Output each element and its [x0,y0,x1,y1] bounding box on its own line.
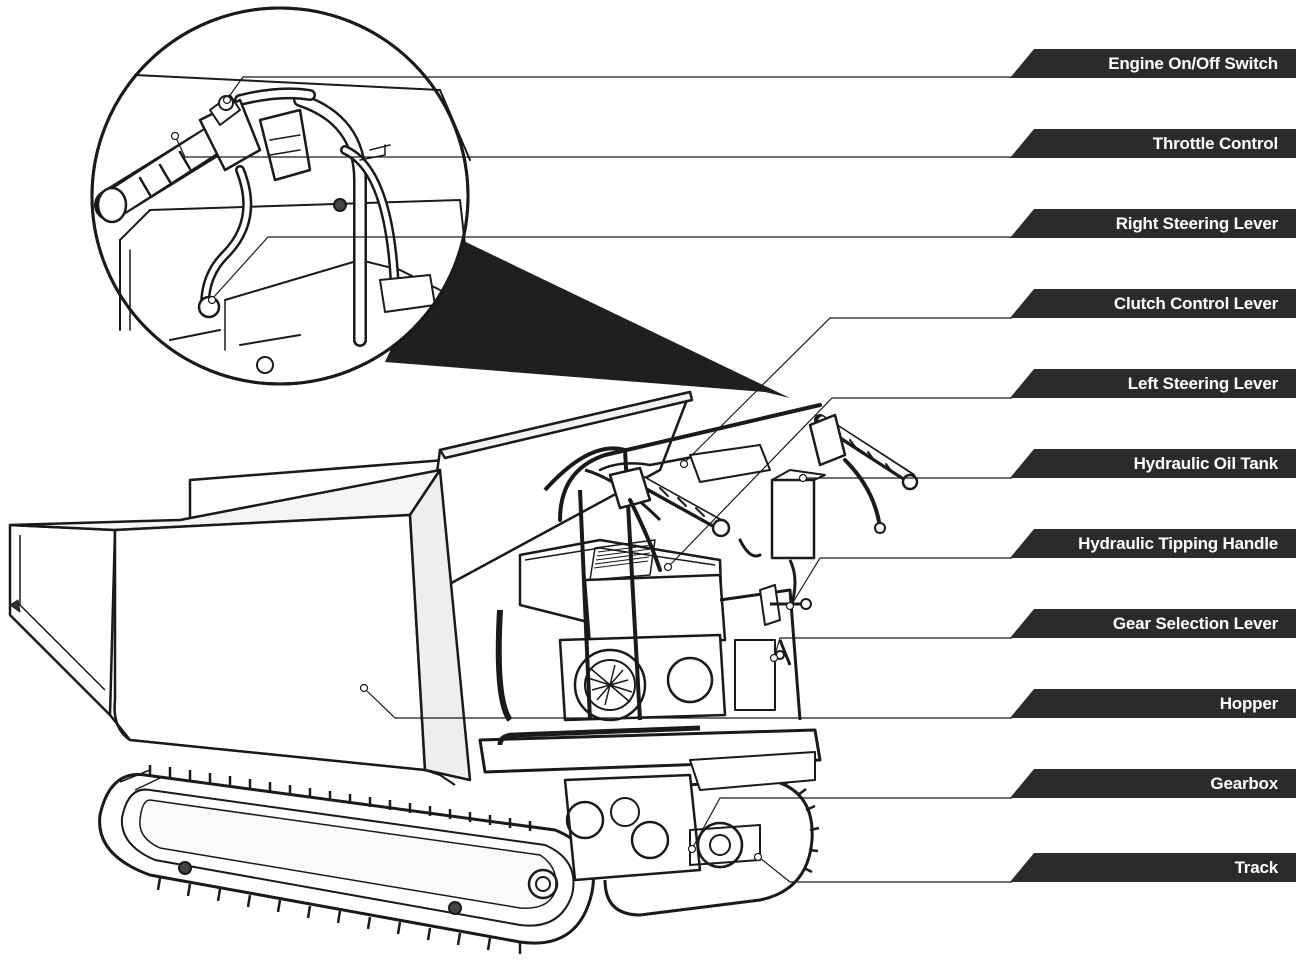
label-text: Hydraulic Tipping Handle [1078,534,1278,553]
leader-right-steering-lever [212,236,1012,299]
label-hopper: Hopper [1010,689,1296,718]
zoom-detail-circle [90,6,471,386]
label-text: Gearbox [1210,774,1278,793]
dot-hydraulic-oil-tank [798,473,808,483]
handlebar-assembly [558,403,919,572]
leader-throttle-control [175,137,1012,158]
label-gear-selection-lever: Gear Selection Lever [1010,609,1296,638]
label-right-steering-lever: Right Steering Lever [1010,209,1296,238]
leader-lines [175,76,1012,883]
label-text: Clutch Control Lever [1113,294,1278,313]
leader-left-steering-lever [669,397,1012,566]
leader-gear-selection-lever [774,637,1012,656]
leader-gearbox [692,797,1012,848]
label-text: Engine On/Off Switch [1108,54,1278,73]
label-text: Hopper [1219,694,1279,713]
label-throttle-control: Throttle Control [1010,129,1296,158]
label-text: Left Steering Lever [1127,374,1278,393]
dot-throttle-control [170,131,180,141]
label-hydraulic-oil-tank: Hydraulic Oil Tank [1010,449,1296,478]
zoom-beam [385,232,790,398]
label-gearbox: Gearbox [1010,769,1296,798]
label-engine-on-off-switch: Engine On/Off Switch [1010,49,1296,78]
leader-track [759,857,1012,883]
dot-gearbox [687,844,697,854]
label-text: Hydraulic Oil Tank [1133,454,1279,473]
leader-hopper [366,690,1012,719]
dot-gear-selection-lever [769,653,779,663]
leader-engine-on-off-switch [227,76,1012,99]
label-text: Track [1234,858,1279,877]
leader-hydraulic-tipping-handle [791,557,1012,605]
dot-hydraulic-tipping-handle [785,601,795,611]
dot-clutch-control-lever [679,459,689,469]
label-left-steering-lever: Left Steering Lever [1010,369,1296,398]
hopper-body [8,390,694,786]
dot-left-steering-lever [663,562,673,572]
dot-track [753,852,763,862]
label-text: Throttle Control [1152,134,1278,153]
label-clutch-control-lever: Clutch Control Lever [1010,289,1296,318]
engine-and-chassis [478,446,826,882]
dot-right-steering-lever [207,295,217,305]
leader-dots [170,95,808,862]
dot-engine-on-off-switch [222,95,232,105]
label-hydraulic-tipping-handle: Hydraulic Tipping Handle [1010,529,1296,558]
label-text: Gear Selection Lever [1112,614,1278,633]
label-track: Track [1010,853,1296,882]
track-assembly [98,765,820,954]
leader-clutch-control-lever [684,317,1012,463]
label-text: Right Steering Lever [1115,214,1278,233]
